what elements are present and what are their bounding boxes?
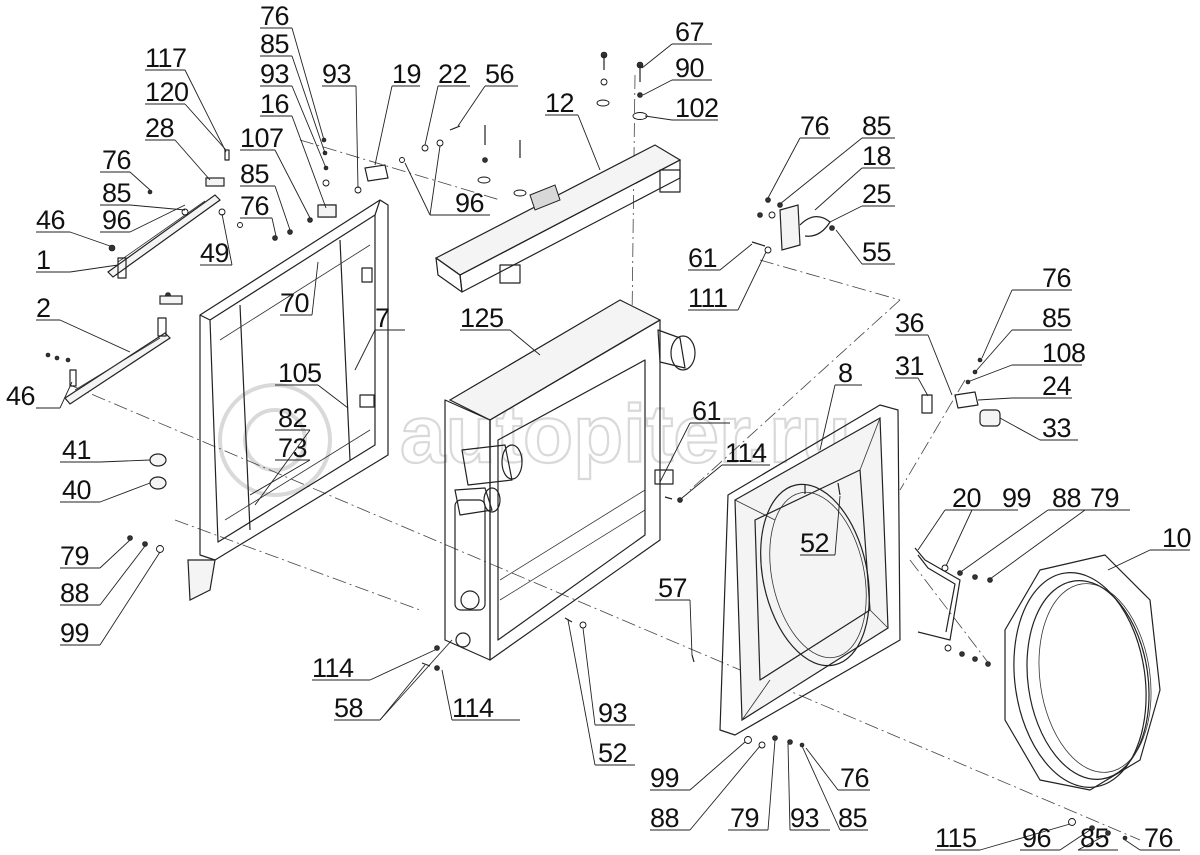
callout-114: 114 [452,693,494,723]
top-cross-member [434,144,682,293]
callout-10: 10 [1162,523,1191,553]
callout-8: 8 [838,358,853,388]
callout-41: 41 [62,435,91,465]
callout-90: 90 [675,53,704,83]
callout-85: 85 [838,803,867,833]
callout-7: 7 [375,303,390,333]
callout-12: 12 [545,88,574,118]
callout-76: 76 [1042,263,1071,293]
callout-36: 36 [895,308,924,338]
support-bracket [914,547,961,641]
callout-19: 19 [392,59,421,89]
callout-22: 22 [438,59,467,89]
callout-31: 31 [895,351,924,381]
callout-85: 85 [1080,823,1109,853]
callout-76: 76 [102,145,131,175]
callout-73: 73 [278,433,307,463]
callout-99: 99 [650,763,679,793]
callout-115: 115 [935,823,977,853]
callout-76: 76 [800,111,829,141]
callout-96: 96 [102,205,131,235]
callout-117: 117 [145,43,187,73]
callout-25: 25 [862,179,891,209]
callout-18: 18 [862,141,891,171]
callout-125: 125 [460,303,504,333]
callout-93: 93 [322,59,351,89]
callout-120: 120 [145,77,189,107]
callout-40: 40 [62,475,91,505]
callout-88: 88 [1052,483,1081,513]
callout-33: 33 [1042,413,1071,443]
lower-mounting-bar [64,317,171,405]
callout-85: 85 [102,178,131,208]
radiator-frame [187,199,389,601]
callout-70: 70 [280,288,309,318]
callout-79: 79 [60,541,89,571]
callout-46: 46 [36,205,65,235]
callout-82: 82 [278,403,307,433]
callout-79: 79 [730,803,759,833]
callout-93: 93 [598,698,627,728]
callout-105: 105 [278,358,322,388]
callout-93: 93 [790,803,819,833]
callout-52: 52 [598,738,627,768]
callout-79: 79 [1090,483,1119,513]
callout-55: 55 [862,237,891,267]
callout-46: 46 [6,381,35,411]
callout-96: 96 [1022,823,1051,853]
callout-88: 88 [650,803,679,833]
callout-107: 107 [240,123,284,153]
fan-shroud [719,404,901,736]
callout-67: 67 [675,17,704,47]
callout-57: 57 [658,573,687,603]
callout-16: 16 [260,89,289,119]
radiator-core [444,299,696,661]
callout-24: 24 [1042,371,1072,401]
callout-2: 2 [36,293,51,323]
callout-85: 85 [1042,303,1071,333]
callout-49: 49 [200,238,229,268]
fan-ring [1004,554,1161,791]
callout-76: 76 [240,191,269,221]
callout-102: 102 [675,93,719,123]
callout-61: 61 [688,243,717,273]
callout-108: 108 [1042,338,1086,368]
callout-labels: 76 85 93 16 93 19 22 56 67 90 102 12 117… [6,1,1192,853]
grommets [149,453,167,490]
callout-1: 1 [36,245,51,275]
callout-93: 93 [260,59,289,89]
callout-85: 85 [260,29,289,59]
fasteners [45,51,1128,841]
callout-85: 85 [862,111,891,141]
callout-114: 114 [725,438,767,468]
callout-111: 111 [688,283,728,313]
callout-76: 76 [840,763,869,793]
callout-88: 88 [60,578,89,608]
callout-85: 85 [240,159,269,189]
callout-58: 58 [334,693,363,723]
callout-96: 96 [455,188,484,218]
callout-61: 61 [692,396,721,426]
upper-mounting-bar [107,194,221,279]
callout-76: 76 [260,1,289,31]
callout-99: 99 [1002,483,1031,513]
callout-114: 114 [312,653,354,683]
callout-28: 28 [145,113,174,143]
callout-52: 52 [800,528,829,558]
callout-99: 99 [60,618,89,648]
callout-20: 20 [952,483,981,513]
callout-76: 76 [1144,823,1173,853]
callout-56: 56 [485,59,514,89]
leader-lines [36,27,1190,851]
